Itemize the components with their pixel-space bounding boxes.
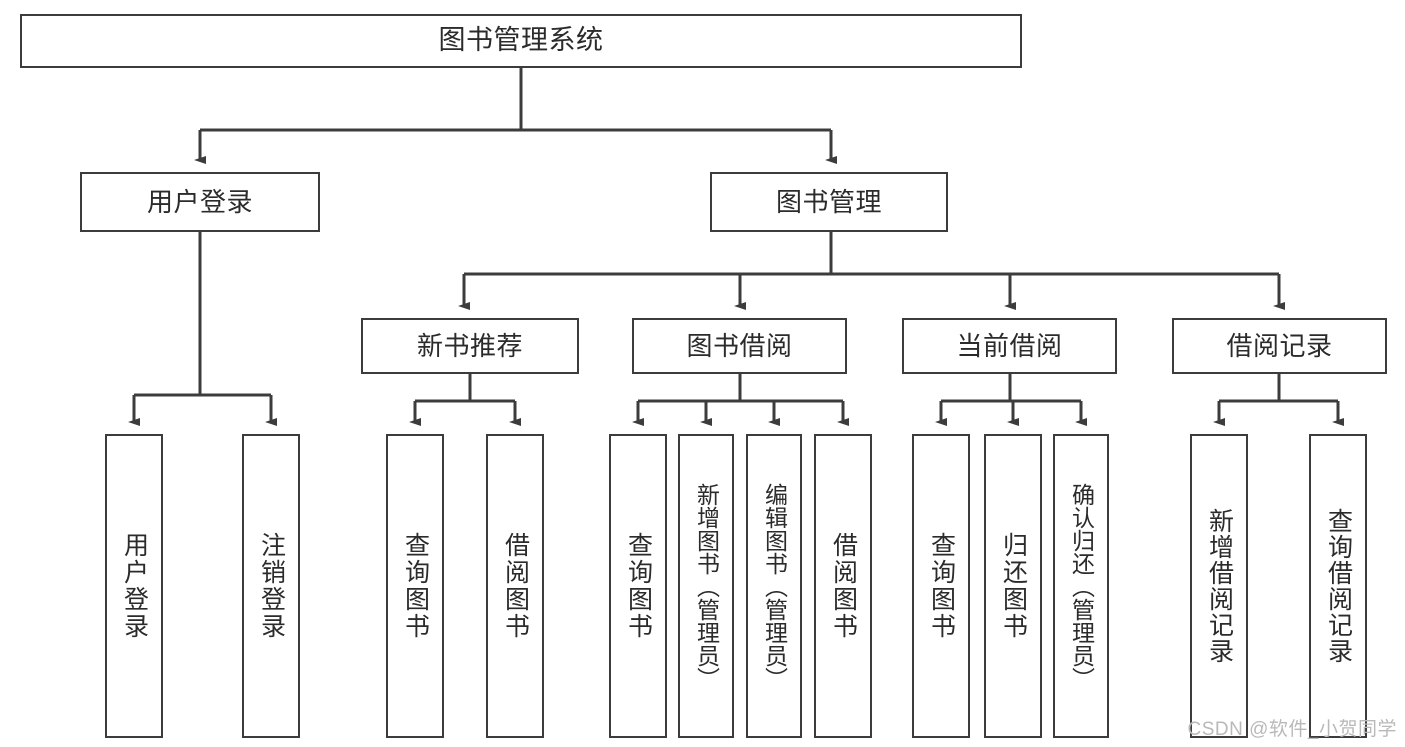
node-leaf-logout-label: 注销登录 [257, 532, 286, 640]
node-leaf-user-login[interactable]: 用户登录 [105, 434, 163, 738]
node-borrow-record-label: 借阅记录 [1226, 330, 1333, 361]
node-leaf-return-book-label: 归还图书 [999, 532, 1028, 640]
node-root[interactable]: 图书管理系统 [20, 14, 1022, 68]
node-root-label: 图书管理系统 [438, 25, 604, 56]
node-user-login[interactable]: 用户登录 [80, 172, 320, 232]
node-current-borrow[interactable]: 当前借阅 [902, 318, 1117, 374]
node-leaf-query-book-1-label: 查询图书 [401, 532, 430, 640]
node-book-borrow-label: 图书借阅 [686, 330, 793, 361]
node-leaf-confirm-return[interactable]: 确认归还（管理员） [1053, 434, 1109, 738]
node-book-manage-label: 图书管理 [775, 186, 882, 217]
node-leaf-query-book-2[interactable]: 查询图书 [609, 434, 667, 738]
node-leaf-borrow-book-2-label: 借阅图书 [829, 532, 858, 640]
node-leaf-borrow-book-1-label: 借阅图书 [501, 532, 530, 640]
node-leaf-add-record[interactable]: 新增借阅记录 [1190, 434, 1248, 738]
node-book-manage[interactable]: 图书管理 [710, 172, 948, 232]
node-leaf-borrow-book-2[interactable]: 借阅图书 [814, 434, 872, 738]
node-leaf-logout[interactable]: 注销登录 [242, 434, 300, 738]
node-leaf-return-book[interactable]: 归还图书 [984, 434, 1042, 738]
node-leaf-query-book-2-label: 查询图书 [624, 532, 653, 640]
node-leaf-borrow-book-1[interactable]: 借阅图书 [486, 434, 544, 738]
node-leaf-edit-book[interactable]: 编辑图书（管理员） [746, 434, 802, 738]
node-book-borrow[interactable]: 图书借阅 [632, 318, 847, 374]
node-leaf-confirm-return-label: 确认归还（管理员） [1068, 482, 1095, 690]
node-borrow-record[interactable]: 借阅记录 [1172, 318, 1387, 374]
node-leaf-query-book-3-label: 查询图书 [927, 532, 956, 640]
node-user-login-label: 用户登录 [146, 186, 253, 217]
node-leaf-add-book-label: 新增图书（管理员） [693, 482, 720, 690]
node-leaf-query-record-label: 查询借阅记录 [1324, 508, 1353, 664]
node-leaf-query-record[interactable]: 查询借阅记录 [1309, 434, 1367, 738]
node-leaf-user-login-label: 用户登录 [120, 532, 149, 640]
node-leaf-query-book-1[interactable]: 查询图书 [386, 434, 444, 738]
node-leaf-add-record-label: 新增借阅记录 [1205, 508, 1234, 664]
node-current-borrow-label: 当前借阅 [956, 330, 1063, 361]
node-leaf-add-book[interactable]: 新增图书（管理员） [678, 434, 734, 738]
node-leaf-edit-book-label: 编辑图书（管理员） [761, 482, 788, 690]
node-new-book-rec-label: 新书推荐 [416, 330, 523, 361]
node-new-book-rec[interactable]: 新书推荐 [361, 318, 579, 374]
node-leaf-query-book-3[interactable]: 查询图书 [912, 434, 970, 738]
